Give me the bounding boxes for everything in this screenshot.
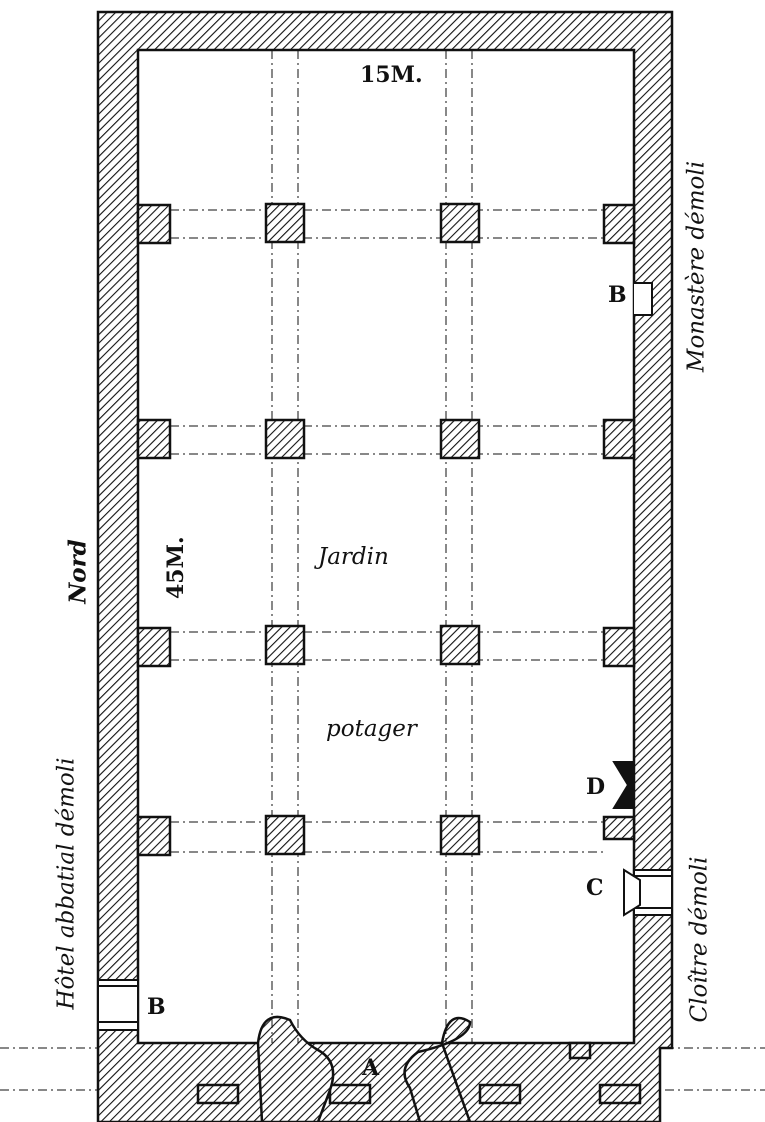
mark-b-left: B — [147, 994, 166, 1020]
door-d-mark — [612, 761, 635, 809]
dim-width-label: 15M. — [360, 62, 423, 88]
mark-b-right: B — [608, 282, 627, 308]
room-label-line1: Jardin — [318, 544, 389, 570]
left-side-label: Hôtel abbatial démoli — [53, 757, 80, 1010]
right-upper-label: Monastère démoli — [683, 160, 710, 373]
mark-d: D — [586, 774, 606, 800]
mark-a: A — [362, 1055, 380, 1081]
room-label-line2: potager — [326, 716, 417, 742]
wall-pilasters — [136, 203, 636, 857]
piers — [264, 202, 481, 856]
mark-c: C — [586, 875, 604, 901]
outer-walls — [96, 10, 674, 1122]
dim-length-label: 45M. — [163, 536, 189, 599]
right-lower-label: Cloître démoli — [686, 856, 713, 1023]
orientation-label: Nord — [64, 539, 92, 604]
openings — [97, 282, 673, 1031]
facade-buttresses — [196, 1015, 642, 1122]
